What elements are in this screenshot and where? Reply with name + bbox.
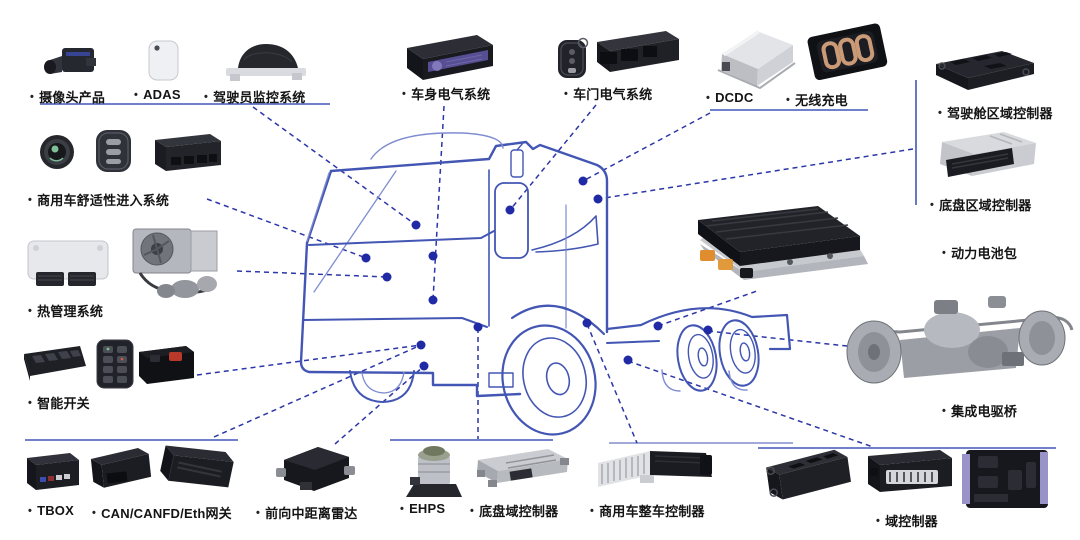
start-button-image	[40, 135, 74, 169]
bullet-icon: •	[930, 198, 935, 211]
label-vehicle-ctrl: • 商用车整车控制器	[590, 501, 705, 520]
label-text: EHPS	[409, 501, 446, 516]
label-cockpit-zone-ctrl: • 驾驶舱区域控制器	[938, 103, 1053, 122]
tbox-image	[27, 453, 79, 490]
camera-image	[44, 48, 96, 74]
label-text: CAN/CANFD/Eth网关	[101, 506, 232, 521]
bullet-icon: •	[564, 87, 569, 100]
cockpit-zone-controller-image	[936, 51, 1034, 90]
label-text: 前向中距离雷达	[265, 506, 358, 521]
bullet-icon: •	[706, 91, 711, 104]
switch-box-image	[139, 346, 194, 384]
label-dcdc: • DCDC	[706, 90, 753, 105]
label-text: 商用车整车控制器	[599, 504, 705, 519]
label-text: 车门电气系统	[573, 87, 653, 102]
label-text: 摄像头产品	[39, 90, 106, 105]
bullet-icon: •	[590, 504, 595, 517]
ehps-image	[406, 446, 462, 497]
bullet-icon: •	[256, 506, 261, 519]
dcdc-image	[717, 31, 796, 90]
bullet-icon: •	[942, 404, 947, 417]
bullet-icon: •	[938, 106, 943, 119]
label-text: 商用车舒适性进入系统	[37, 193, 170, 208]
driver-monitor-image	[226, 44, 306, 81]
label-gateway: • CAN/CANFD/Eth网关	[92, 503, 232, 522]
label-body-electrical: • 车身电气系统	[402, 84, 490, 103]
label-text: 车身电气系统	[411, 87, 491, 102]
bullet-icon: •	[400, 502, 405, 515]
connection-dots	[361, 176, 713, 371]
door-key-image	[558, 37, 589, 78]
label-domain-ctrl: • 域控制器	[876, 511, 938, 530]
label-text: 驾驶员监控系统	[213, 90, 306, 105]
e-axle-image	[846, 296, 1074, 384]
chassis-domain-controller-image	[477, 449, 569, 487]
label-text: 无线充电	[795, 93, 848, 108]
domain-controller-image	[766, 449, 1048, 508]
key-fob-image	[96, 130, 131, 172]
label-text: 底盘区域控制器	[939, 198, 1032, 213]
entry-module-image	[155, 134, 221, 171]
label-text: 动力电池包	[951, 246, 1018, 261]
front-radar-image	[276, 447, 355, 491]
bullet-icon: •	[28, 396, 33, 409]
label-e-axle: • 集成电驱桥	[942, 401, 1017, 420]
label-text: 集成电驱桥	[951, 404, 1018, 419]
label-front-radar: • 前向中距离雷达	[256, 503, 357, 522]
label-power-battery: • 动力电池包	[942, 243, 1017, 262]
label-text: DCDC	[715, 90, 754, 105]
bullet-icon: •	[28, 504, 33, 517]
truck-outline	[299, 132, 792, 436]
bullet-icon: •	[204, 90, 209, 103]
power-battery-image	[698, 206, 868, 280]
label-wireless-charge: • 无线充电	[786, 90, 848, 109]
wireless-charging-image	[807, 23, 888, 81]
label-text: 驾驶舱区域控制器	[947, 106, 1053, 121]
gateway-image	[90, 445, 234, 488]
bullet-icon: •	[402, 87, 407, 100]
label-chassis-zone-ctrl: • 底盘区域控制器	[930, 195, 1031, 214]
label-comfort-entry: • 商用车舒适性进入系统	[28, 190, 169, 209]
connector-lines	[196, 104, 914, 448]
label-text: 域控制器	[885, 514, 938, 529]
adas-image	[148, 40, 179, 81]
label-door-electrical: • 车门电气系统	[564, 84, 652, 103]
label-text: 热管理系统	[37, 304, 104, 319]
bullet-icon: •	[134, 88, 139, 101]
bullet-icon: •	[470, 504, 475, 517]
bullet-icon: •	[876, 514, 881, 527]
bullet-icon: •	[786, 93, 791, 106]
window-switch-image	[24, 346, 86, 381]
body-electrical-image	[407, 35, 493, 80]
bullet-icon: •	[28, 193, 33, 206]
label-camera: • 摄像头产品	[30, 87, 105, 106]
label-adas: • ADAS	[134, 87, 181, 102]
label-chassis-domain: • 底盘域控制器	[470, 501, 558, 520]
label-ehps: • EHPS	[400, 501, 445, 516]
hvac-image	[132, 228, 218, 298]
label-text: 底盘域控制器	[479, 504, 559, 519]
label-tbox: • TBOX	[28, 503, 74, 518]
label-thermal: • 热管理系统	[28, 301, 103, 320]
thermal-ecu-image	[27, 240, 109, 286]
vehicle-controller-image	[598, 451, 712, 487]
bullet-icon: •	[28, 304, 33, 317]
bullet-icon: •	[92, 506, 97, 519]
chassis-zone-controller-image	[940, 132, 1036, 177]
group-underlines	[25, 80, 1056, 449]
bullet-icon: •	[30, 90, 35, 103]
label-smart-switch: • 智能开关	[28, 393, 90, 412]
bullet-icon: •	[942, 246, 947, 259]
label-text: ADAS	[143, 87, 181, 102]
label-text: 智能开关	[37, 396, 90, 411]
label-text: TBOX	[37, 503, 74, 518]
label-driver-monitor: • 驾驶员监控系统	[204, 87, 305, 106]
door-ecu-image	[597, 31, 679, 72]
keypad-image	[96, 339, 134, 389]
